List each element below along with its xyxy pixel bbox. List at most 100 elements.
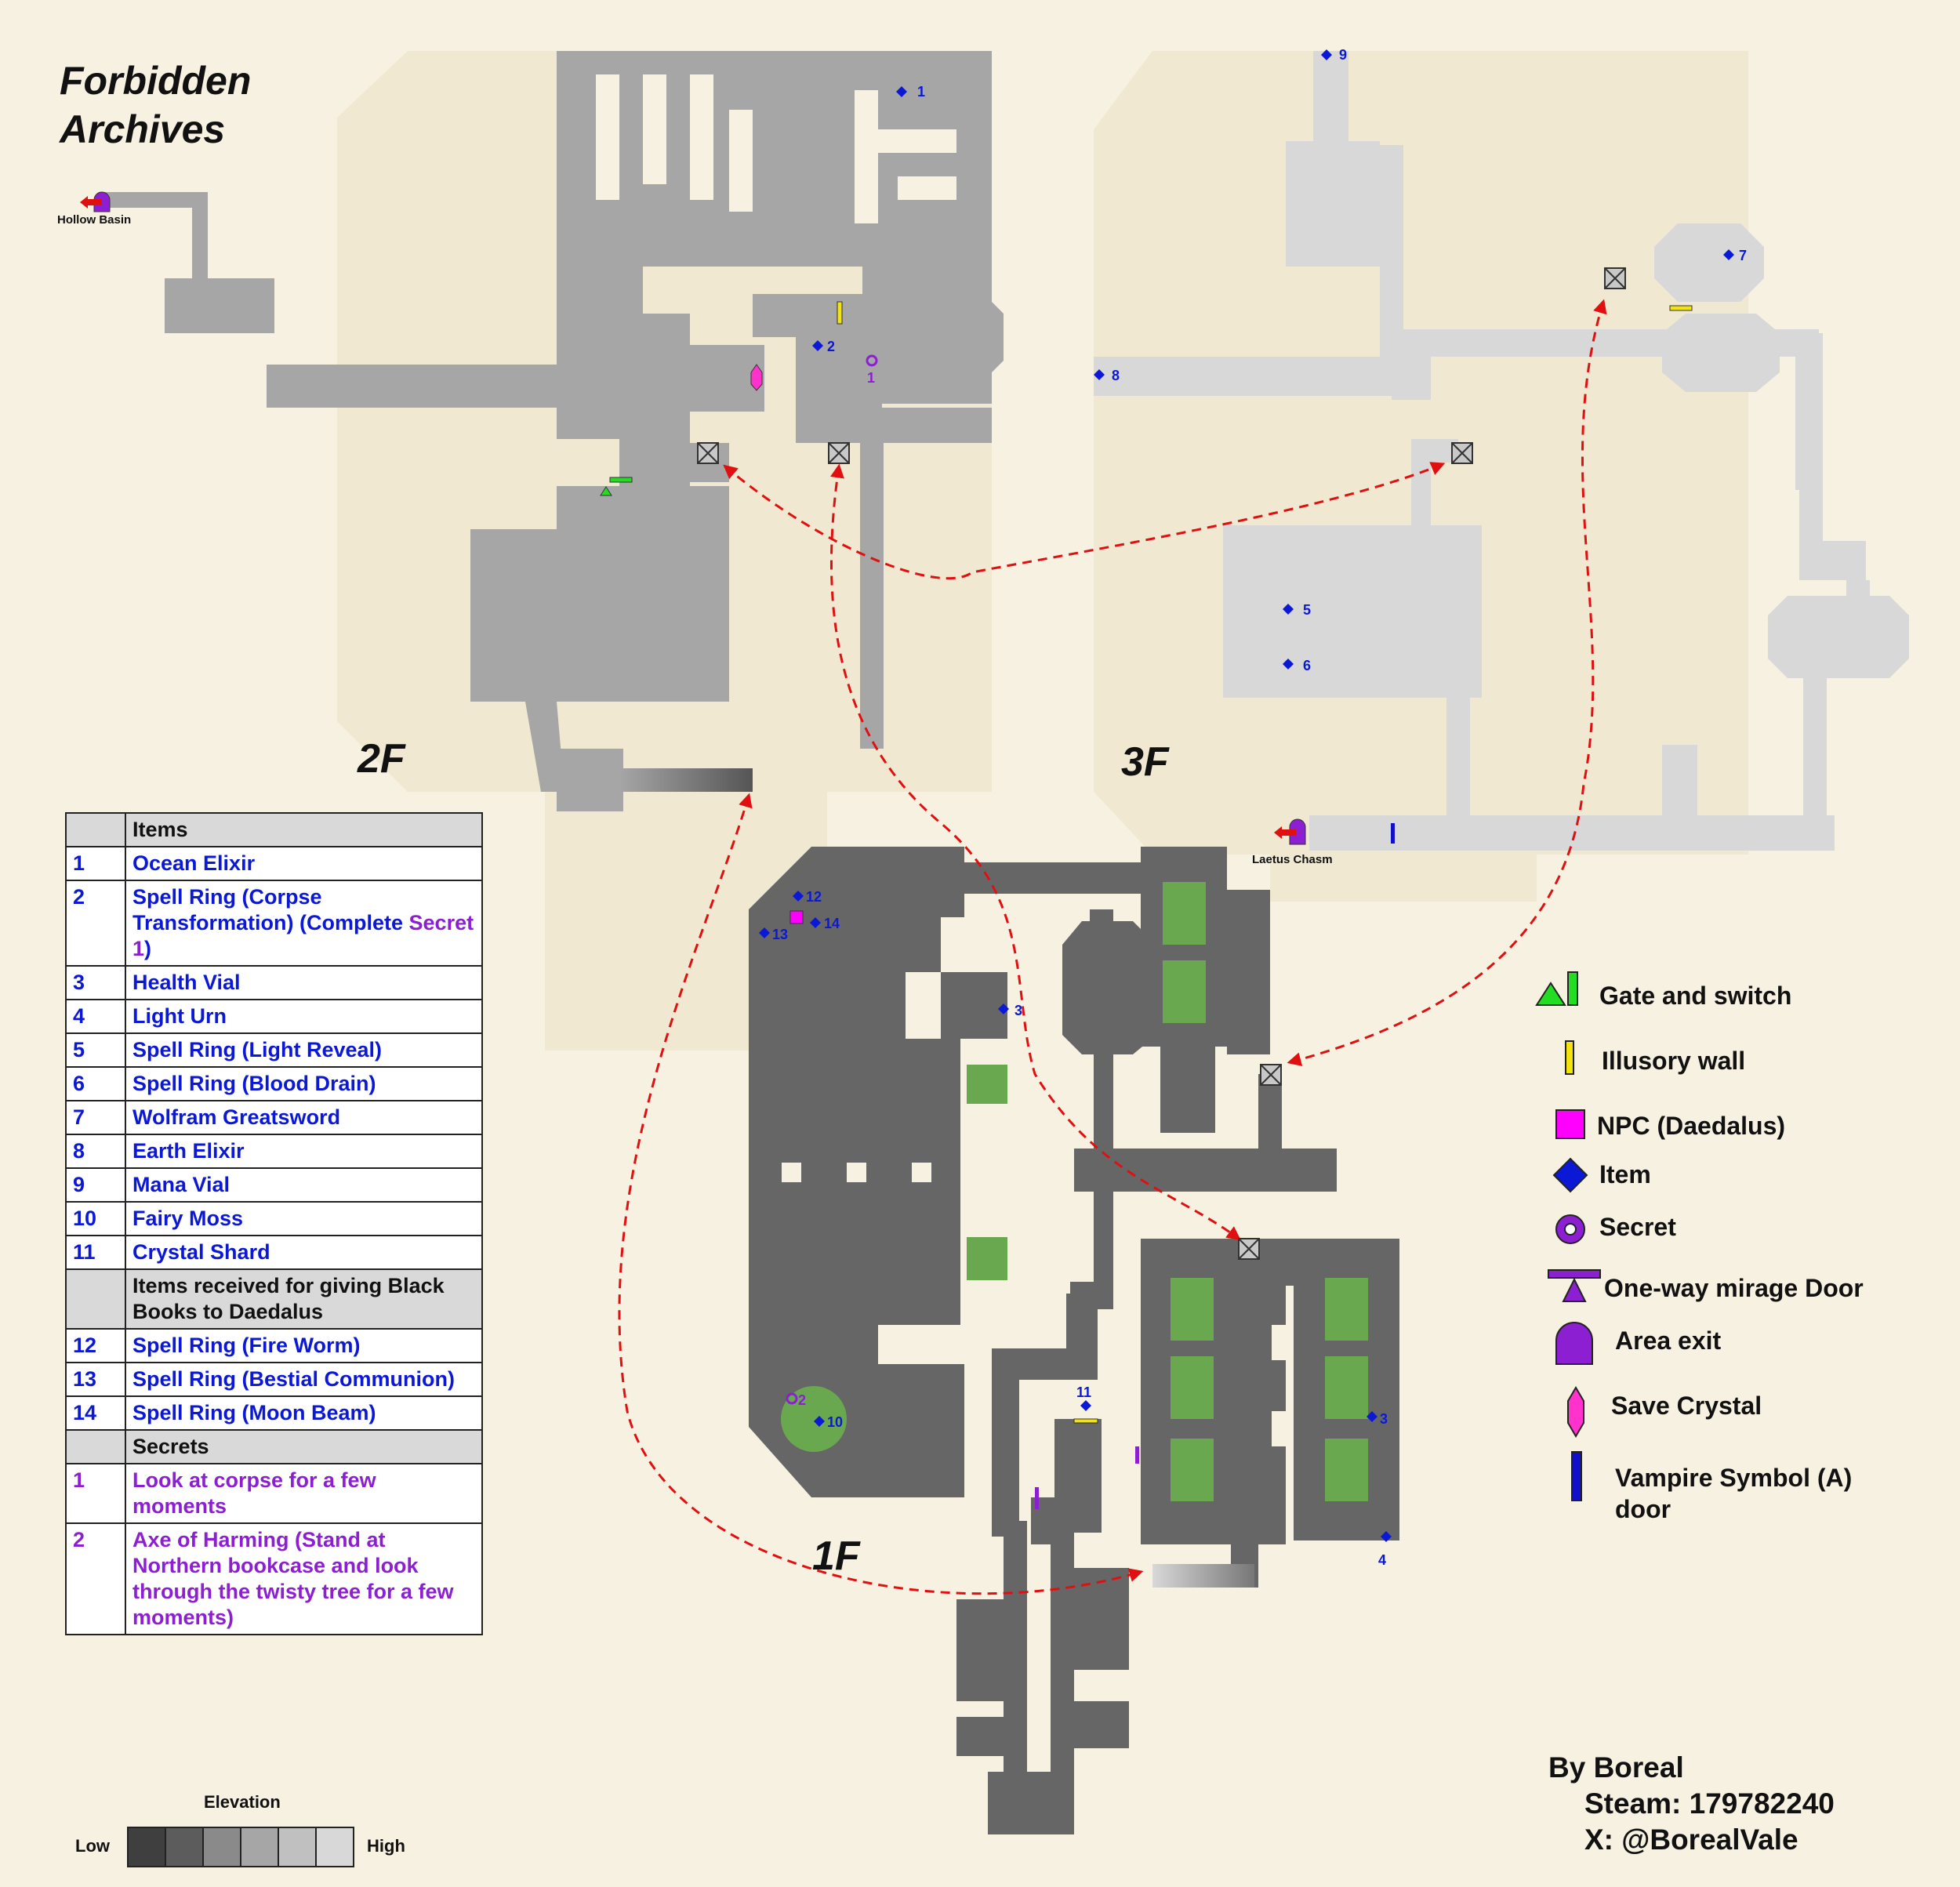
table-cell [65,812,126,847]
row-number: 12 [65,1328,126,1363]
floor-label-2f: 2F [358,736,405,782]
row-name: Spell Ring (Fire Worm) [125,1328,483,1363]
item-icon [810,917,821,928]
item-icon [1723,249,1734,260]
mirage-door-icon [1135,1446,1139,1464]
secret-icon [786,1392,798,1405]
transfer-paths [618,299,1607,1595]
gate-key-icon [1535,982,1566,1006]
marker-label: 4 [1378,1552,1386,1568]
table-header-row: Items [65,812,483,847]
row-number: 10 [65,1201,126,1236]
marker-label: 2 [827,339,835,354]
illusory-wall-icon [1073,1418,1098,1424]
elevation-swatch [279,1828,317,1866]
elevation-swatch [166,1828,204,1866]
mirage-key-icon [1548,1269,1601,1279]
row-name-text: Axe of Harming (Stand at Northern bookca… [132,1528,454,1629]
marker-label: 6 [1303,658,1311,673]
gate-icon [600,486,612,496]
key-illusory-label: Illusory wall [1602,1047,1746,1075]
row-name: Health Vial [125,965,483,1000]
mirage-door-icon [1035,1487,1039,1509]
table-cell [65,1268,126,1330]
row-number: 5 [65,1032,126,1068]
exit-key-icon [1555,1322,1593,1365]
row-name: Spell Ring (Light Reveal) [125,1032,483,1068]
item-icon [812,340,823,351]
area-exit-hollow-basin [80,191,111,212]
item-key-icon [1552,1157,1588,1193]
elevation-swatch [241,1828,279,1866]
marker-label: 13 [772,927,788,942]
row-name: Spell Ring (Moon Beam) [125,1395,483,1431]
vampire-key-icon [1571,1451,1582,1501]
row-number: 1 [65,846,126,881]
table-header-cell: Items received for giving Black Books to… [125,1268,483,1330]
elevator-icon [1604,267,1626,289]
row-name: Earth Elixir [125,1134,483,1169]
laetus-chasm-label: Laetus Chasm [1252,853,1333,866]
title-line-2: Archives [60,107,226,151]
floor-label-3f: 3F [1121,739,1169,785]
row-name: Light Urn [125,999,483,1034]
elevators [697,267,1626,1260]
marker-label: 1 [917,84,925,100]
row-name-text: Mana Vial [132,1173,230,1196]
table-header-cell: Secrets [125,1429,483,1464]
illusory-wall-icon [1669,305,1693,311]
row-name: Wolfram Greatsword [125,1100,483,1135]
row-name-text: Spell Ring (Moon Beam) [132,1401,376,1424]
elevator-icon [697,442,719,464]
row-name: Crystal Shard [125,1235,483,1270]
item-icon [759,927,770,938]
row-name-text: Wolfram Greatsword [132,1105,341,1129]
row-name: Spell Ring (Corpse Transformation) (Comp… [125,880,483,967]
row-number: 13 [65,1362,126,1397]
row-name-text: Light Urn [132,1004,227,1028]
key-save-label: Save Crystal [1611,1392,1762,1420]
elevator-icon [1238,1238,1260,1260]
row-name-text: Ocean Elixir [132,851,256,875]
item-icon [998,1003,1009,1014]
marker-label: 3 [1380,1411,1388,1427]
item-diamonds [759,49,1734,1542]
marker-label: 7 [1739,248,1747,263]
row-number: 6 [65,1066,126,1101]
row-name-text: Earth Elixir [132,1139,245,1163]
title-line-1: Forbidden [60,59,252,103]
elevation-scale [127,1827,354,1867]
secret-icon [866,354,878,367]
switch-key-icon [1567,971,1578,1006]
row-number: 4 [65,999,126,1034]
marker-label: 12 [806,889,822,905]
row-name-text: Health Vial [132,971,241,994]
table-row: 3 Health Vial [65,965,483,1000]
row-number: 3 [65,965,126,1000]
credits-steam: Steam: 179782240 [1584,1787,1835,1820]
marker-label: 14 [824,916,840,931]
hollow-basin-label: Hollow Basin [57,213,132,227]
credits-x: X: @BorealVale [1584,1823,1798,1856]
row-name: Look at corpse for a few moments [125,1463,483,1524]
row-name-text: Crystal Shard [132,1240,270,1264]
row-name: Spell Ring (Bestial Communion) [125,1362,483,1397]
npc-key-icon [1555,1109,1585,1139]
item-icon [793,891,804,902]
marker-label: 10 [827,1414,843,1430]
row-number: 1 [65,1463,126,1524]
table-header-row: Secrets [65,1429,483,1464]
secret-reference: Secret 1 [132,911,474,960]
key-npc-label: NPC (Daedalus) [1597,1112,1786,1140]
row-name: Spell Ring (Blood Drain) [125,1066,483,1101]
row-name: Mana Vial [125,1167,483,1203]
marker-label: 5 [1303,602,1311,618]
